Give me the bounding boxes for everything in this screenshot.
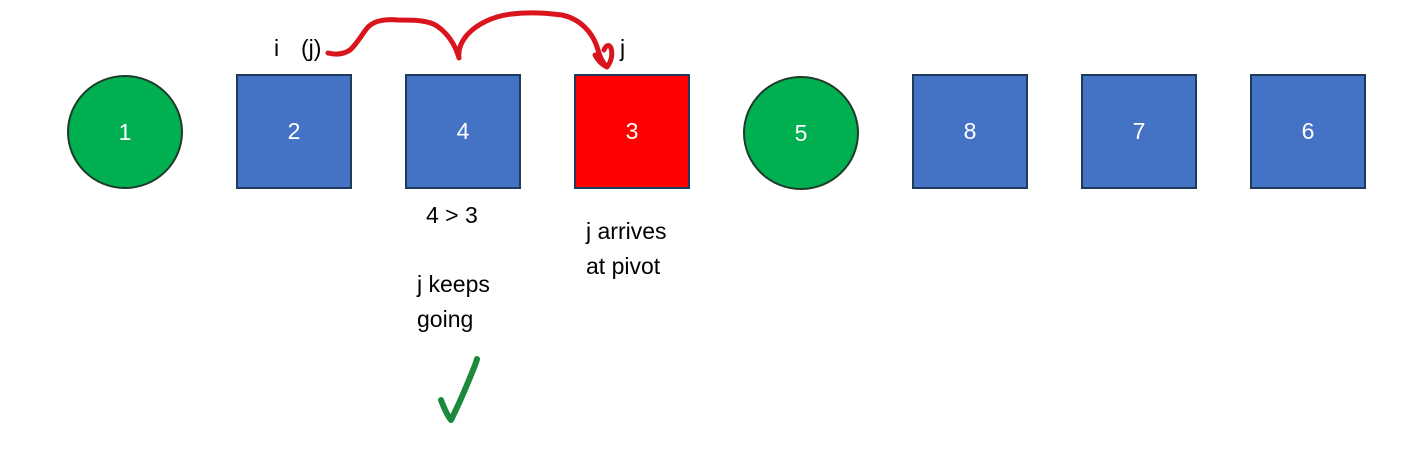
element-4: 4 (405, 74, 521, 189)
element-7: 7 (1081, 74, 1197, 189)
element-4-value: 4 (456, 118, 470, 144)
red-jump-arrow-icon (325, 10, 615, 70)
element-5: 5 (743, 76, 859, 190)
pointer-j-previous-label: (j) (301, 35, 322, 61)
element-6-value: 6 (1301, 118, 1315, 144)
keeps-going-line-1: j keeps (417, 271, 490, 297)
element-2: 2 (236, 74, 352, 189)
element-1: 1 (67, 75, 183, 189)
element-8-value: 8 (963, 118, 977, 144)
element-8: 8 (912, 74, 1028, 189)
element-3-highlighted: 3 (574, 74, 690, 189)
arrives-at-pivot-line-2: at pivot (586, 253, 661, 279)
keeps-going-line-2: going (417, 306, 474, 332)
pointer-j-label: j (620, 35, 626, 61)
arrives-at-pivot-line-1: j arrives (586, 218, 667, 244)
element-2-value: 2 (287, 118, 301, 144)
element-1-value: 1 (118, 118, 132, 145)
comparison-annotation: 4 > 3 (426, 202, 478, 228)
element-5-value: 5 (794, 119, 808, 146)
element-3-value: 3 (625, 118, 639, 144)
pointer-i-label: i (274, 35, 280, 61)
green-checkmark-icon (438, 356, 480, 423)
element-7-value: 7 (1132, 118, 1146, 144)
element-6: 6 (1250, 74, 1366, 189)
